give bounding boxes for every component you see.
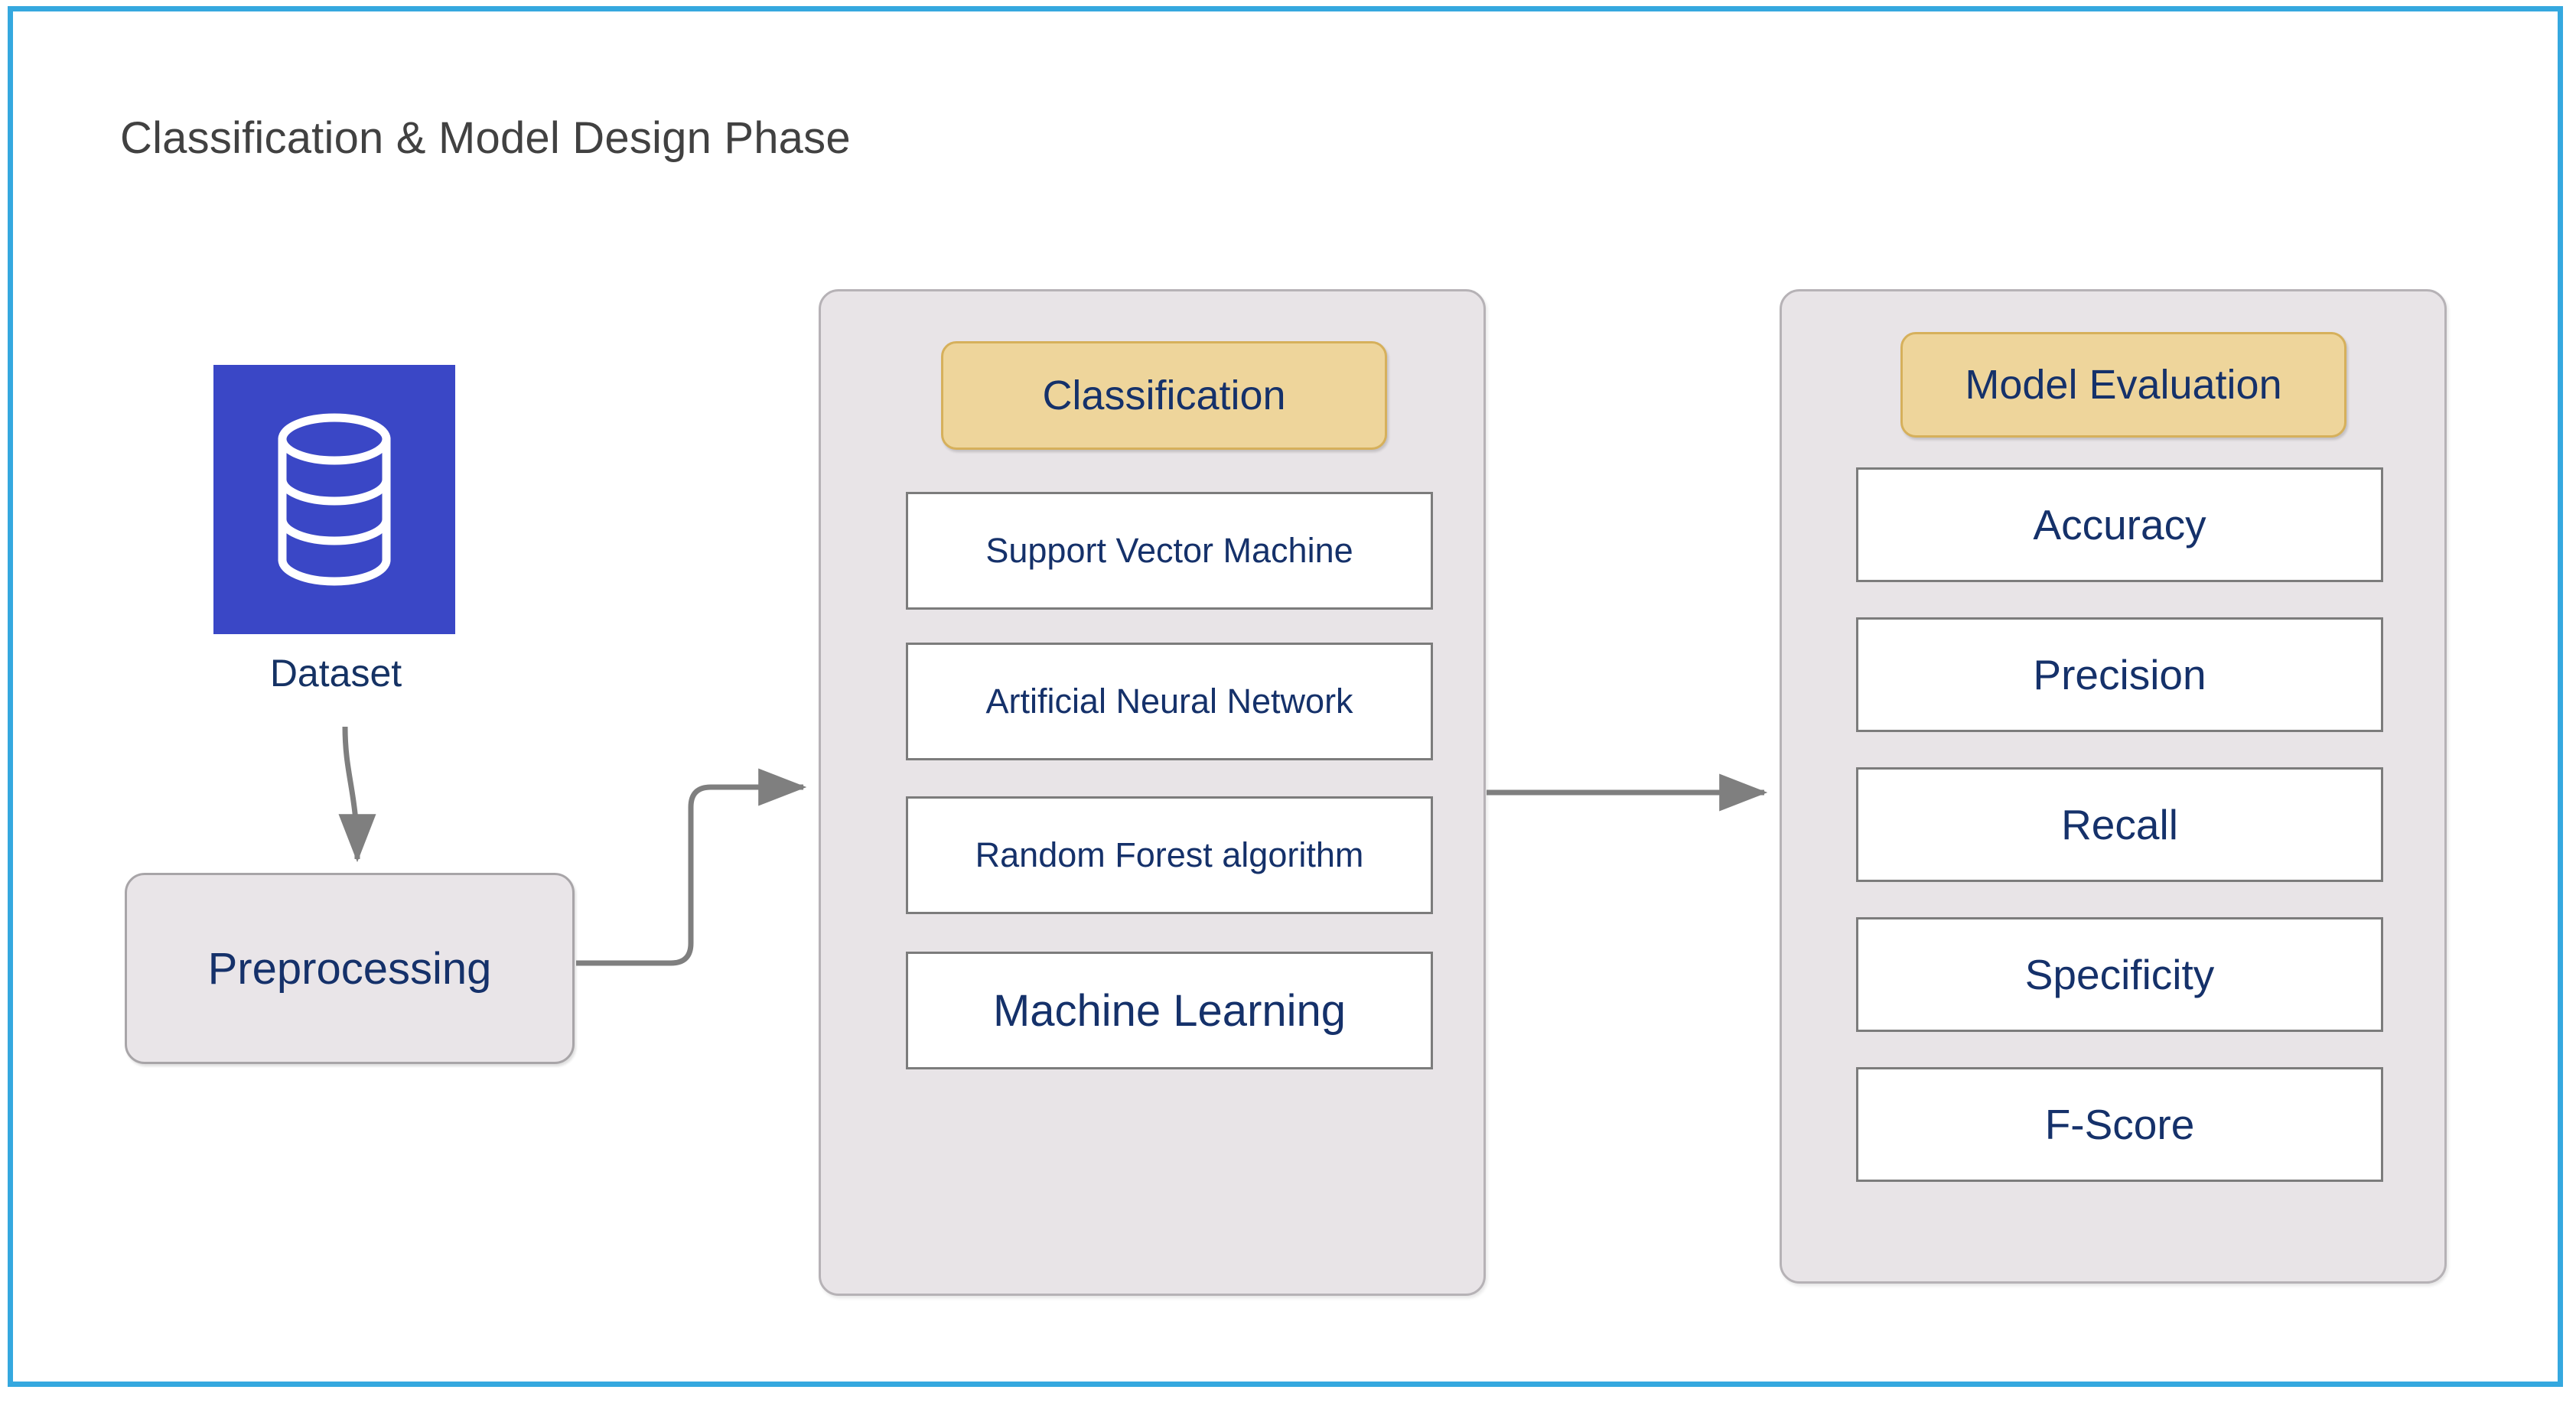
classification-item-random-forest-algorithm[interactable]: Random Forest algorithm bbox=[906, 796, 1433, 914]
classification-item-machine-learning[interactable]: Machine Learning bbox=[906, 952, 1433, 1069]
evaluation-item-precision[interactable]: Precision bbox=[1856, 617, 2383, 732]
connector-dataset-to-preprocessing bbox=[338, 726, 376, 863]
evaluation-item-recall[interactable]: Recall bbox=[1856, 767, 2383, 882]
database-cylinder-icon bbox=[213, 365, 455, 634]
evaluation-item-accuracy[interactable]: Accuracy bbox=[1856, 467, 2383, 582]
diagram-canvas: Classification & Model Design Phase Data… bbox=[8, 6, 2563, 1387]
preprocessing-node[interactable]: Preprocessing bbox=[125, 873, 575, 1064]
evaluation-item-f-score[interactable]: F-Score bbox=[1856, 1067, 2383, 1182]
evaluation-item-specificity[interactable]: Specificity bbox=[1856, 917, 2383, 1032]
connector-preprocessing-to-classification bbox=[576, 768, 807, 966]
classification-header[interactable]: Classification bbox=[941, 341, 1387, 450]
classification-item-support-vector-machine[interactable]: Support Vector Machine bbox=[906, 492, 1433, 610]
preprocessing-label: Preprocessing bbox=[207, 943, 492, 994]
classification-panel: Classification Support Vector Machine Ar… bbox=[819, 289, 1486, 1296]
model-evaluation-header[interactable]: Model Evaluation bbox=[1900, 332, 2346, 438]
dataset-node: Dataset bbox=[213, 365, 458, 695]
model-evaluation-panel: Model Evaluation Accuracy Precision Reca… bbox=[1780, 289, 2447, 1284]
page-title: Classification & Model Design Phase bbox=[120, 113, 851, 163]
dataset-label: Dataset bbox=[269, 652, 402, 695]
classification-item-artificial-neural-network[interactable]: Artificial Neural Network bbox=[906, 643, 1433, 760]
